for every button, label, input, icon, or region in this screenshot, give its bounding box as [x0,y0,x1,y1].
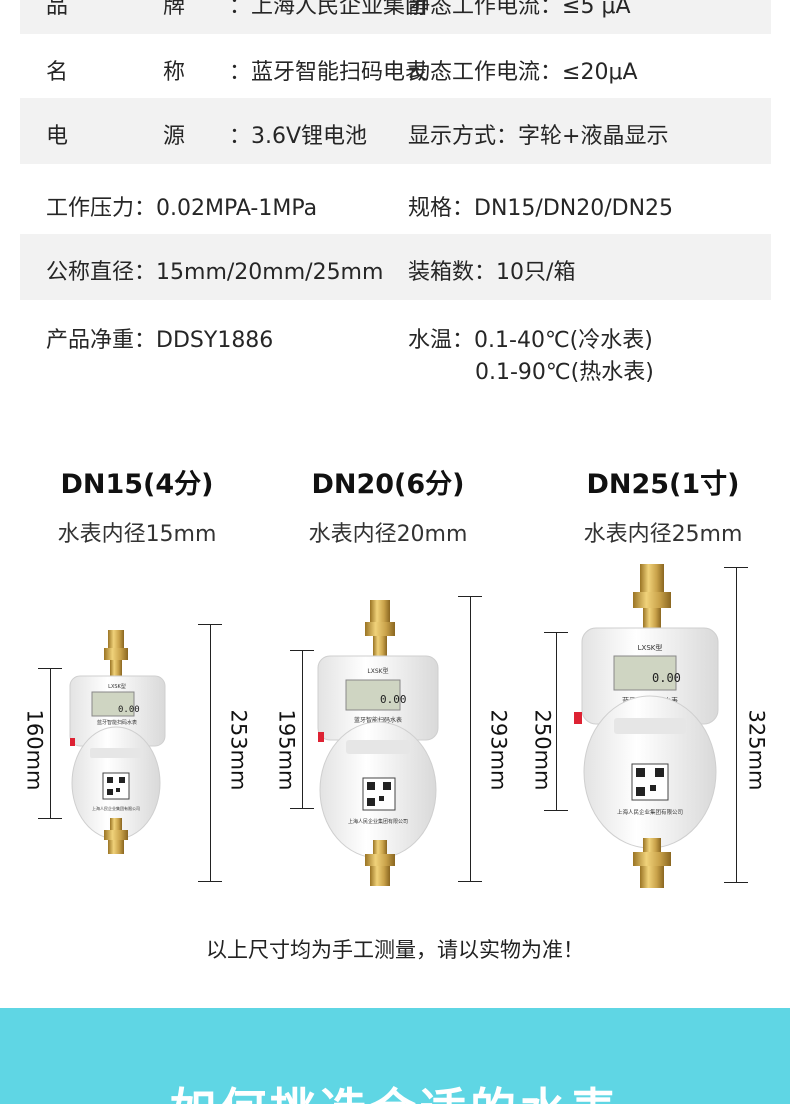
spec-row: 产品净重：DDSY1886 水温：0.1-40℃(冷水表) 0.1-90℃(热水… [20,300,771,400]
dimension-cap [724,567,748,568]
meter-title-dn25: DN25(1寸) [586,469,740,500]
total-height-label-dn20: 293mm [486,709,511,791]
spec-value: DDSY1886 [156,328,274,353]
meter-title-dn20: DN20(6分) [311,469,465,500]
meter-title-dn15: DN15(4分) [60,469,214,500]
spec-value: 蓝牙智能扫码电表 [251,60,428,85]
dimension-cap [458,881,482,882]
svg-text:蓝牙智能扫码水表: 蓝牙智能扫码水表 [354,716,402,724]
svg-text:LXSK型: LXSK型 [367,667,388,675]
spec-key: 公称直径 [46,260,135,285]
meter-subtitle-dn20: 水表内径20mm [308,522,468,547]
spec-row: 公称直径：15mm/20mm/25mm 装箱数：10只/箱 [20,234,771,300]
dimension-cap [38,668,62,669]
dimension-cap [198,624,222,625]
svg-text:蓝牙智能扫码水表: 蓝牙智能扫码水表 [622,696,678,705]
body-height-label-dn20: 195mm [274,709,299,791]
dimension-line [736,567,737,883]
meter-subtitle-dn25: 水表内径25mm [583,522,743,547]
dimension-line [470,596,471,882]
svg-text:LXSK型: LXSK型 [638,643,663,652]
spec-key: 显示方式 [408,124,497,149]
dimension-cap [290,650,314,651]
total-height-label-dn15: 253mm [226,709,251,791]
spec-key: 规格 [408,196,453,221]
spec-row: 名 称：蓝牙智能扫码电表 动态工作电流：≤20μA [20,34,771,98]
spec-value: 15mm/20mm/25mm [156,260,384,285]
spec-value: ≤20μA [562,60,638,85]
spec-value: 3.6V锂电池 [251,124,368,149]
measurement-note: 以上尺寸均为手工测量，请以实物为准！ [206,938,584,962]
spec-key: 动态工作电流 [408,60,541,85]
dimension-cap [290,808,314,809]
body-height-label-dn15: 160mm [22,709,47,791]
svg-text:上海人民企业集团有限公司: 上海人民企业集团有限公司 [617,808,683,816]
meter-dn15: 0.00 LXSK型 蓝牙智能扫码水表 上海人民企业集团有限公司 [69,630,166,854]
spec-key: 静态工作电流 [408,0,541,19]
total-height-label-dn25: 325mm [744,709,769,791]
svg-text:LXSK型: LXSK型 [108,683,126,690]
spec-key: 电 源 [46,124,229,149]
banner-title: 如何挑选合适的水表 [0,1074,790,1104]
dimension-line [50,668,51,818]
section-banner: 如何挑选合适的水表 [0,1008,790,1104]
spec-value: 0.1-40℃(冷水表) [474,328,653,353]
spec-key: 水温 [408,328,453,353]
spec-row: 电 源：3.6V锂电池 显示方式：字轮+液晶显示 [20,98,771,164]
spec-key: 品 牌 [46,0,229,19]
spec-key: 名 称 [46,60,229,85]
spec-value: ≤5 μA [562,0,631,19]
spec-value: 字轮+液晶显示 [518,124,669,149]
lcd-digits: 0.00 [652,671,681,685]
dimension-cap [38,818,62,819]
dimension-line [302,650,303,808]
dimension-line [210,624,211,882]
dimension-line [556,632,557,810]
spec-key: 装箱数 [408,260,475,285]
dimension-cap [544,810,568,811]
spec-value-secondary: 0.1-90℃(热水表) [475,360,654,385]
dimension-cap [544,632,568,633]
lcd-digits: 0.00 [118,705,140,715]
dimension-cap [458,596,482,597]
spec-key: 工作压力 [46,196,135,221]
spec-value: 10只/箱 [496,260,576,285]
meter-dn25: 0.00 LXSK型 蓝牙智能扫码水表 上海人民企业集团有限公司 [574,564,719,888]
spec-row: 工作压力：0.02MPA-1MPa 规格：DN15/DN20/DN25 [20,164,771,234]
svg-text:上海人民企业集团有限公司: 上海人民企业集团有限公司 [348,818,408,825]
spec-row: 品 牌：上海人民企业集团 静态工作电流：≤5 μA [20,0,771,34]
spec-key: 产品净重 [46,328,135,353]
dimension-cap [198,881,222,882]
spec-value: DN15/DN20/DN25 [474,196,674,221]
lcd-digits: 0.00 [380,693,407,706]
meter-dn20: 0.00 LXSK型 蓝牙智能扫码水表 上海人民企业集团有限公司 [317,600,439,886]
svg-text:上海人民企业集团有限公司: 上海人民企业集团有限公司 [92,805,140,811]
dimension-cap [724,882,748,883]
spec-value: 0.02MPA-1MPa [156,196,318,221]
svg-text:蓝牙智能扫码水表: 蓝牙智能扫码水表 [97,719,137,726]
body-height-label-dn25: 250mm [530,709,555,791]
meter-subtitle-dn15: 水表内径15mm [57,522,217,547]
spec-value: 上海人民企业集团 [251,0,428,19]
